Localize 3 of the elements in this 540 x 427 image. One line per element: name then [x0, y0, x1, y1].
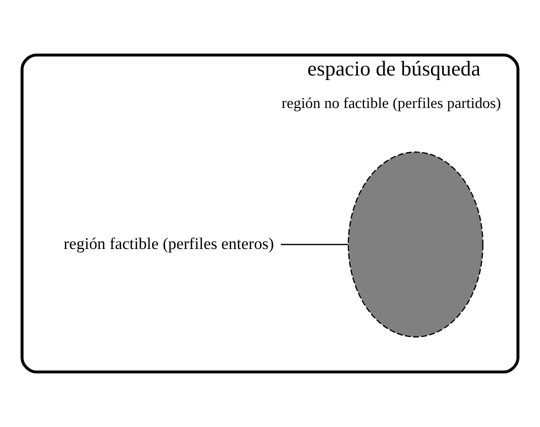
connector — [280, 244, 348, 246]
node-cloud — [348, 152, 484, 338]
node-text: región factible (perfiles enteros) — [64, 234, 274, 253]
